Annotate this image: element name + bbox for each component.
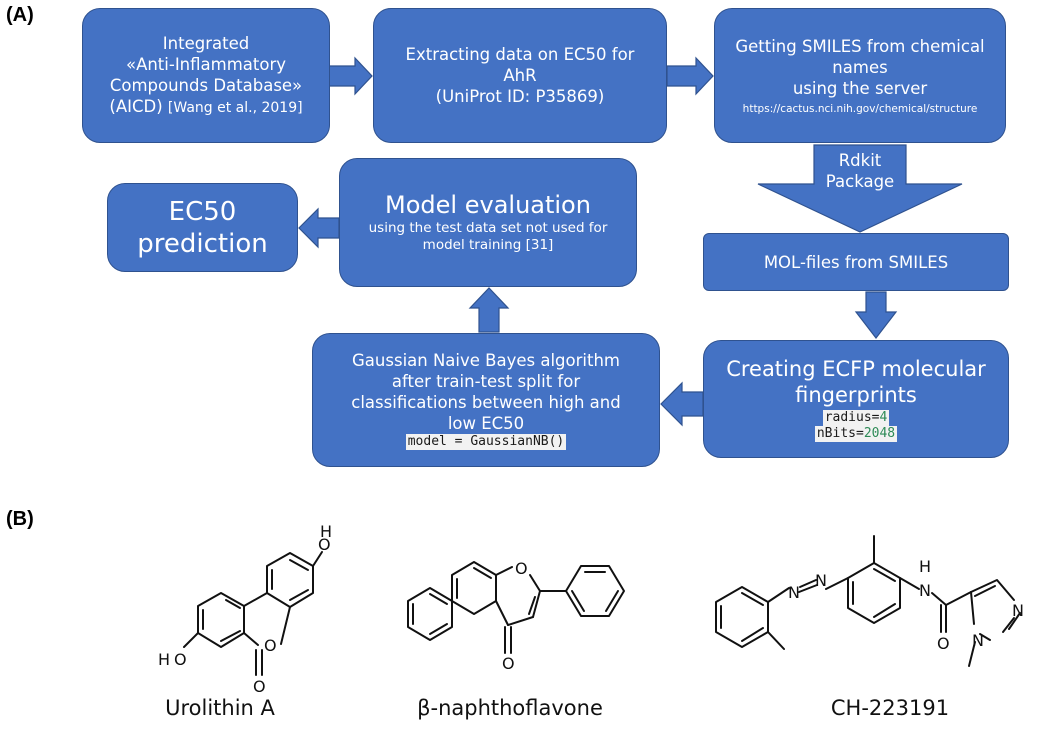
ch-atom-o: O <box>937 634 950 653</box>
rdkit-label: Rdkit Package <box>790 150 930 192</box>
rdkit-line-1: Rdkit <box>838 151 882 170</box>
arrow-eval-to-ec50 <box>298 207 340 249</box>
ecfp-line-1: Creating ECFP molecular <box>726 357 986 381</box>
mol-text: MOL-files from SMILES <box>763 252 949 272</box>
box-aicd-database: Integrated «Anti-Inflammatory Compounds … <box>82 8 330 143</box>
box-ec50-prediction: EC50 prediction <box>107 183 298 272</box>
gnb-line-1: Gaussian Naive Bayes algorithm <box>352 351 620 370</box>
naph-atom-o-ring: O <box>515 559 528 578</box>
naph-atom-o-carbonyl: O <box>502 654 515 673</box>
arrow-extract-to-smiles <box>666 56 714 96</box>
aicd-abbrev: (AICD) <box>109 96 163 116</box>
ecfp-line-2: fingerprints <box>795 383 917 407</box>
aicd-line-3: Compounds Database» <box>109 75 303 95</box>
eval-title: Model evaluation <box>385 191 591 219</box>
box-mol-files: MOL-files from SMILES <box>703 233 1009 291</box>
rdkit-line-2: Package <box>825 172 895 191</box>
nbits-value: 2048 <box>863 426 896 441</box>
ch-atom-pz-n2: N <box>1012 601 1024 620</box>
smiles-line-1: Getting SMILES from chemical <box>735 36 985 56</box>
arrow-ecfp-to-gnb <box>660 381 704 427</box>
ec50-line-1: EC50 <box>168 196 237 227</box>
aicd-line-2: «Anti-Inflammatory <box>125 54 287 74</box>
panel-label-a: (A) <box>6 4 34 26</box>
box-model-evaluation: Model evaluation using the test data set… <box>339 158 637 287</box>
uro-atom-h-left: H <box>158 650 170 669</box>
ch-atom-nh-h: H <box>919 557 931 576</box>
aicd-line-1: Integrated <box>162 33 250 53</box>
smiles-line-3: using the server <box>792 78 928 98</box>
extract-line-1: Extracting data on EC50 for <box>405 45 635 64</box>
eval-line-2: model training [31] <box>422 237 554 253</box>
uro-atom-o-top: O <box>318 535 331 554</box>
gnb-line-2: after train-test split for <box>391 372 581 391</box>
ec50-line-2: prediction <box>137 228 268 259</box>
smiles-server-url: https://cactus.nci.nih.gov/chemical/stru… <box>742 102 978 115</box>
smiles-line-2: names <box>832 57 888 77</box>
extract-line-3: (UniProt ID: P35869) <box>435 87 605 106</box>
ecfp-nbits-code: nBits=2048 <box>814 426 898 442</box>
ch-atom-nh-n: N <box>919 581 931 600</box>
arrow-rdkit-down <box>757 144 963 233</box>
arrow-gnb-to-eval <box>468 287 510 333</box>
box-ecfp-fingerprints: Creating ECFP molecular fingerprints rad… <box>703 340 1009 458</box>
ch-atom-pz-n1: N <box>972 631 984 650</box>
box-getting-smiles: Getting SMILES from chemical names using… <box>714 8 1006 143</box>
extract-line-2: AhR <box>503 66 537 85</box>
box-gaussian-naive-bayes: Gaussian Naive Bayes algorithm after tra… <box>312 333 660 467</box>
ecfp-radius-code: radius=4 <box>822 410 890 426</box>
urolithin-a-name: Urolithin A <box>165 696 275 720</box>
aicd-reference: [Wang et al., 2019] <box>167 99 303 116</box>
panel-label-b: (B) <box>6 508 34 530</box>
gnb-line-4: low EC50 <box>447 414 525 433</box>
aicd-line-4: (AICD) [Wang et al., 2019] <box>109 96 302 119</box>
radius-key: radius= <box>824 410 880 425</box>
gnb-model-code: model = GaussianNB() <box>405 434 567 450</box>
eval-line-1: using the test data set not used for <box>368 220 608 236</box>
urolithin-a-bonds <box>183 551 323 676</box>
uro-atom-o-left: O <box>174 650 187 669</box>
radius-value: 4 <box>879 410 888 425</box>
naphthoflavone-bonds <box>407 561 625 654</box>
box-extracting-ec50: Extracting data on EC50 for AhR (UniProt… <box>373 8 667 143</box>
uro-atom-h-top: H <box>320 522 332 541</box>
ch-223191-bonds <box>715 535 1021 667</box>
gnb-line-3: classifications between high and <box>351 393 621 412</box>
arrow-mol-to-ecfp <box>854 291 898 339</box>
ch-atom-n2: N <box>815 571 827 590</box>
naphthoflavone-name: β-naphthoflavone <box>417 696 603 720</box>
ch-223191-name: CH-223191 <box>830 696 950 720</box>
arrow-aicd-to-extract <box>327 56 373 96</box>
uro-atom-o-ring: O <box>264 636 277 655</box>
nbits-key: nBits= <box>816 426 864 441</box>
ch-atom-n1: N <box>788 583 800 602</box>
uro-atom-o-carbonyl: O <box>253 677 266 696</box>
